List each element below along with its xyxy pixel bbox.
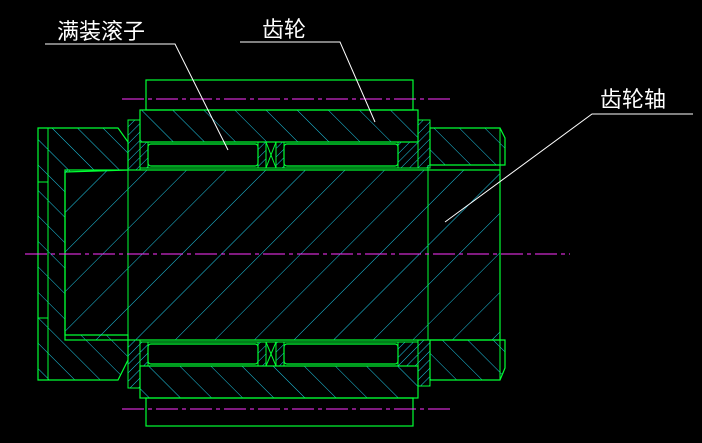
bearing-spacers-top (127, 119, 431, 171)
roller-label: 满装滚子 (57, 20, 145, 45)
gear-bottom (139, 365, 419, 427)
roller-leader (45, 43, 229, 151)
centerlines (25, 98, 570, 410)
needle-rollers-top (140, 141, 418, 169)
gear-label: 齿轮 (262, 18, 306, 43)
shaft-leader (444, 113, 693, 223)
gear-leader (240, 41, 376, 123)
leader-lines (45, 41, 693, 223)
gear-shaft (64, 165, 501, 341)
shaft-label: 齿轮轴 (600, 88, 666, 113)
needle-rollers-bottom (140, 341, 418, 367)
gear-top (139, 79, 419, 143)
